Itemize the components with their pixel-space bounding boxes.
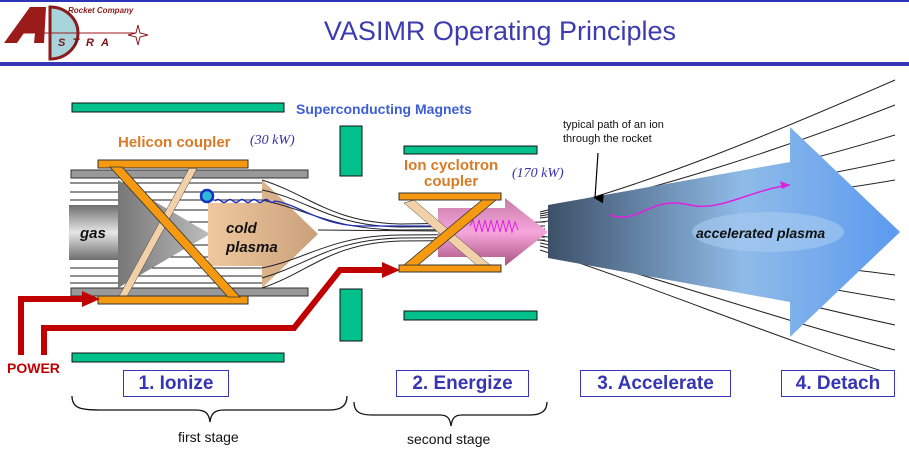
top-border — [0, 0, 909, 2]
superconducting-magnets — [71, 102, 538, 363]
logo-tagline: Rocket Company — [68, 6, 134, 15]
power-arrow-1 — [82, 291, 100, 307]
gas-inlet — [69, 205, 124, 260]
ion-path-accel — [609, 184, 791, 218]
ion-cyclotron-label-line1: Ion cyclotron — [404, 157, 499, 174]
helicon-tube-bottom — [70, 287, 309, 297]
helicon-power-label: (30 kW) — [250, 133, 295, 148]
helicon-coupler-label: Helicon coupler — [118, 134, 231, 151]
step-detach: 4. Detach — [781, 370, 895, 397]
step-accelerate: 3. Accelerate — [580, 370, 731, 397]
ion-path-pointer — [593, 152, 604, 204]
ion-path-annotation-line1: typical path of an ion — [563, 119, 664, 131]
ion-path-wave — [214, 198, 440, 227]
magnet-bottom-2 — [403, 310, 538, 321]
cold-plasma-arrow — [208, 180, 318, 288]
cold-plasma-line2: plasma — [226, 239, 278, 256]
first-stage-brace — [71, 395, 348, 423]
ion-cyclotron-label-line2: coupler — [424, 173, 479, 190]
power-lines — [18, 267, 388, 355]
ion-cyclotron-power-label: (170 kW) — [512, 166, 564, 181]
magnet-vertical-top — [339, 125, 363, 177]
ion-path-annotation-line2: through the rocket — [563, 133, 652, 145]
ion-cyclotron-coupler-label: Ion cyclotron coupler — [404, 158, 498, 190]
second-stage-label: second stage — [407, 431, 491, 447]
astra-logo: Rocket Company STRA — [0, 3, 160, 61]
cold-plasma-line1: cold — [226, 220, 257, 237]
cold-plasma-label: cold plasma — [226, 219, 278, 257]
step-ionize: 1. Ionize — [123, 370, 229, 397]
ion-cyclotron-coupler — [398, 192, 502, 273]
magnets-label: Superconducting Magnets — [296, 101, 472, 117]
ion-particle — [199, 188, 215, 204]
ion-path-cyclotron — [469, 218, 519, 234]
logo-name: STRA — [58, 37, 116, 49]
gas-label: gas — [80, 225, 106, 242]
magnet-vertical-bottom — [339, 288, 363, 342]
gas-cone — [118, 180, 210, 288]
power-label: POWER — [7, 360, 60, 376]
first-stage-label: first stage — [178, 429, 239, 445]
accelerated-plasma-label: accelerated plasma — [696, 225, 826, 241]
header-divider — [0, 62, 909, 66]
magnet-top-2 — [403, 145, 538, 155]
logo-mark-icon — [4, 5, 149, 61]
second-stage-brace — [353, 401, 548, 427]
magnet-bottom-1 — [71, 352, 285, 363]
helicon-coupler — [97, 159, 249, 305]
power-arrow-2 — [382, 262, 400, 278]
ion-path-annotation: typical path of an ion through the rocke… — [563, 118, 664, 146]
page-title: VASIMR Operating Principles — [323, 16, 677, 46]
magnet-top-1 — [71, 102, 285, 113]
step-energize: 2. Energize — [396, 370, 529, 397]
